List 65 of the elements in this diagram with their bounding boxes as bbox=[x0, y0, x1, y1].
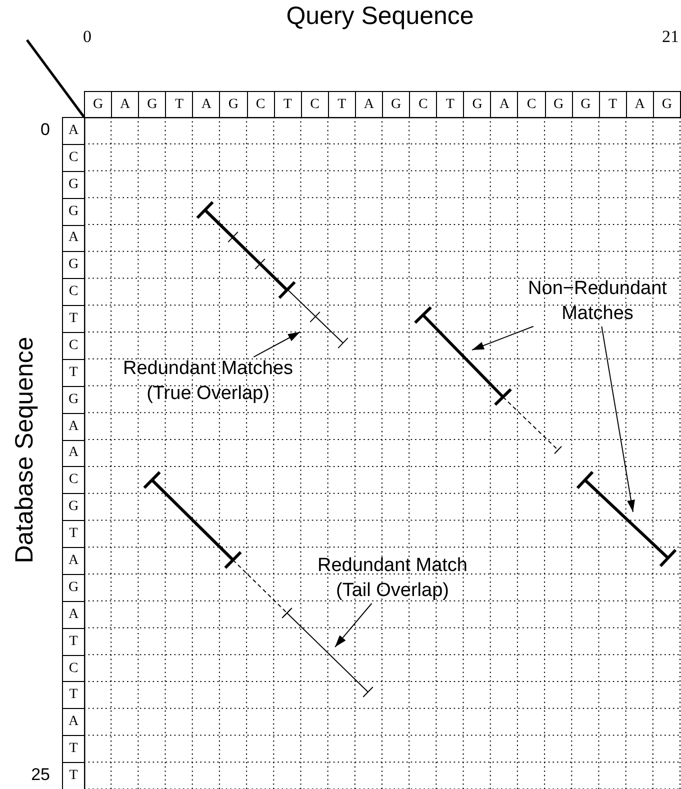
nucleotide-cell: G bbox=[62, 493, 85, 522]
nucleotide-cell: A bbox=[62, 412, 85, 441]
match-segment bbox=[282, 608, 374, 698]
leader-line bbox=[601, 326, 635, 512]
leader-line bbox=[472, 326, 534, 350]
match-segment bbox=[414, 306, 562, 454]
nucleotide-cell: G bbox=[572, 91, 600, 118]
nucleotide-cell: T bbox=[62, 735, 85, 764]
nucleotide-cell: C bbox=[62, 332, 85, 360]
index-label: 25 bbox=[31, 765, 50, 786]
index-label: 0 bbox=[83, 27, 92, 47]
nucleotide-cell: G bbox=[382, 91, 410, 118]
nucleotide-cell: A bbox=[62, 600, 85, 629]
nucleotide-cell: G bbox=[62, 386, 85, 414]
match-segment bbox=[228, 231, 348, 349]
axis-title: Database Sequence bbox=[10, 336, 40, 564]
nucleotide-cell: T bbox=[62, 305, 85, 334]
nucleotide-cell: G bbox=[84, 91, 112, 118]
nucleotide-cell: T bbox=[598, 91, 627, 118]
nucleotide-cell: G bbox=[62, 574, 85, 602]
axis-title: Query Sequence bbox=[285, 2, 475, 31]
nucleotide-cell: A bbox=[62, 117, 85, 145]
nucleotide-cell: C bbox=[246, 91, 275, 118]
nucleotide-cell: A bbox=[62, 547, 85, 575]
nucleotide-cell: A bbox=[354, 91, 383, 118]
nucleotide-cell: A bbox=[490, 91, 518, 118]
nucleotide-cell: C bbox=[300, 91, 329, 118]
match-segment bbox=[576, 470, 677, 568]
nucleotide-cell: G bbox=[463, 91, 492, 118]
nucleotide-cell: T bbox=[62, 628, 85, 656]
nucleotide-cell: T bbox=[274, 91, 302, 118]
nucleotide-cell: T bbox=[62, 762, 85, 789]
nucleotide-cell: G bbox=[219, 91, 248, 118]
nucleotide-cell: C bbox=[62, 278, 85, 306]
nucleotide-cell: G bbox=[62, 170, 85, 199]
callout-text: Redundant Matches (True Overlap) bbox=[102, 357, 314, 406]
nucleotide-cell: T bbox=[328, 91, 356, 118]
nucleotide-cell: G bbox=[62, 251, 85, 280]
nucleotide-cell: T bbox=[165, 91, 194, 118]
nucleotide-cell: A bbox=[62, 440, 85, 468]
nucleotide-cell: A bbox=[626, 91, 654, 118]
nucleotide-cell: G bbox=[62, 198, 85, 226]
callout-text: Redundant Match (Tail Overlap) bbox=[305, 554, 480, 604]
leader-line bbox=[334, 602, 372, 648]
callout-text: Non−Redundant Matches bbox=[515, 277, 680, 326]
match-segment bbox=[196, 201, 296, 299]
nucleotide-cell: C bbox=[62, 654, 85, 682]
nucleotide-cell: C bbox=[517, 91, 546, 118]
nucleotide-cell: T bbox=[62, 358, 85, 387]
nucleotide-cell: G bbox=[544, 91, 573, 118]
nucleotide-cell: G bbox=[652, 91, 681, 118]
leader-line bbox=[253, 332, 300, 358]
index-label: 21 bbox=[662, 27, 679, 47]
nucleotide-cell: A bbox=[192, 91, 220, 118]
nucleotide-cell: A bbox=[62, 224, 85, 252]
nucleotide-cell: A bbox=[111, 91, 140, 118]
index-label: 0 bbox=[40, 120, 50, 140]
nucleotide-cell: C bbox=[62, 466, 85, 494]
nucleotide-cell: T bbox=[436, 91, 464, 118]
nucleotide-cell: G bbox=[138, 91, 166, 118]
nucleotide-cell: A bbox=[62, 708, 85, 736]
nucleotide-cell: T bbox=[62, 681, 85, 710]
nucleotide-cell: T bbox=[62, 520, 85, 548]
nucleotide-cell: C bbox=[62, 144, 85, 172]
nucleotide-cell: C bbox=[409, 91, 438, 118]
